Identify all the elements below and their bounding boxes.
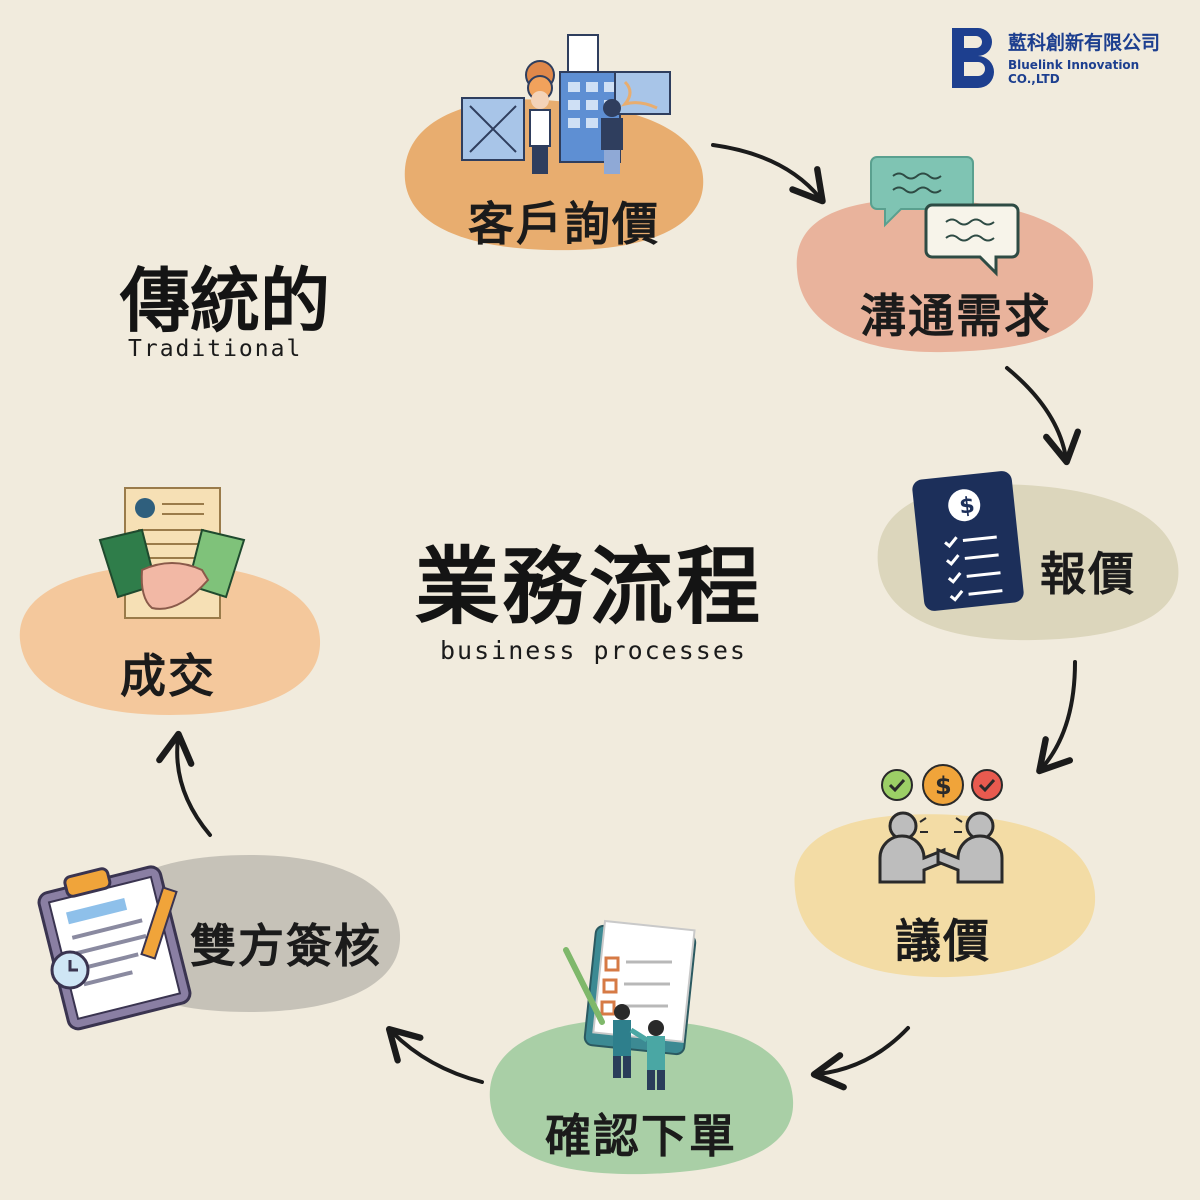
arrow-signoff-to-deal: [156, 730, 212, 837]
arrow-negotiate-to-confirm: [810, 1026, 910, 1091]
step-label-negotiate: 議價: [895, 914, 991, 968]
company-logo-mark: [952, 28, 994, 88]
blob-deal: [19, 565, 321, 715]
handshake-contract-icon: [98, 487, 246, 619]
company-logo: 藍科創新有限公司 Bluelink Innovation CO.,LTD: [950, 22, 1180, 88]
step-label-deal: 成交: [120, 649, 216, 703]
clipboard-sign-icon: [37, 865, 192, 1031]
step-label-confirm-order: 確認下單: [545, 1109, 737, 1163]
chat-bubbles-icon: [870, 156, 1020, 277]
step-label-communicate-needs: 溝通需求: [860, 289, 1052, 343]
arrow-quote-to-negotiate: [1036, 660, 1077, 775]
svg-text:$: $: [935, 772, 952, 800]
svg-text:$: $: [958, 493, 976, 519]
company-name-zh: 藍科創新有限公司: [1008, 32, 1161, 54]
center-title: 業務流程: [415, 538, 764, 636]
arrow-inquiry-to-needs: [711, 143, 826, 205]
arrow-needs-to-quote: [1005, 366, 1082, 466]
center-subtitle: business processes: [440, 636, 747, 665]
heading-sub: Traditional: [128, 336, 303, 362]
arrow-confirm-to-signoff: [385, 1025, 484, 1084]
heading-main: 傳統的: [120, 260, 330, 342]
negotiation-icon: $: [878, 764, 1004, 884]
blob-confirm-order: [489, 1019, 794, 1175]
blob-negotiate: [794, 814, 1096, 978]
order-confirm-illustration: [563, 919, 697, 1090]
quote-document-icon: $: [912, 471, 1024, 611]
company-name-en: Bluelink Innovation CO.,LTD: [1008, 58, 1140, 86]
step-label-quote: 報價: [1040, 547, 1136, 601]
customer-inquiry-illustration: [461, 34, 671, 174]
step-label-customer-inquiry: 客戶詢價: [468, 197, 660, 251]
step-label-sign-off: 雙方簽核: [190, 919, 382, 973]
